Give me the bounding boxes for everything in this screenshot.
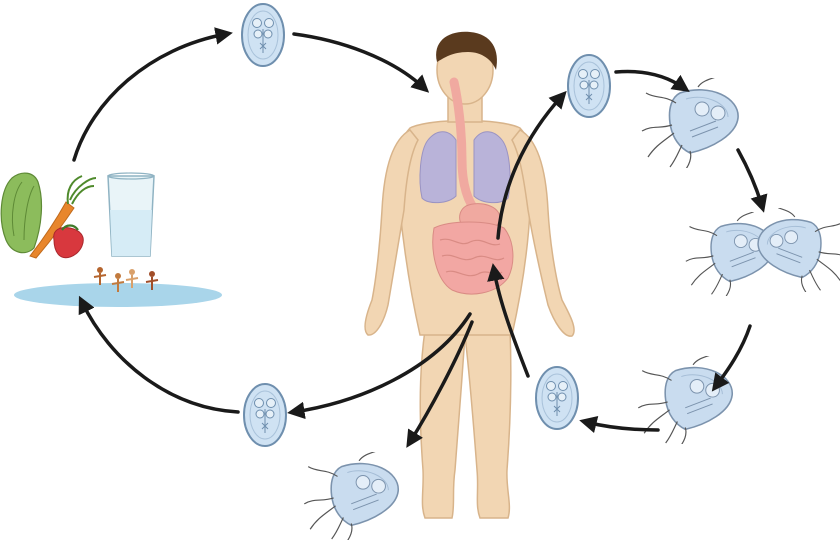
cyst-icon bbox=[243, 383, 287, 447]
arrow-gut-to-excreted-trophozoite bbox=[406, 320, 474, 448]
cyst-icon bbox=[566, 53, 612, 119]
trophozoite-icon bbox=[303, 452, 400, 540]
arrow-ingestion-to-cyst bbox=[72, 27, 233, 162]
water-glass-icon bbox=[107, 172, 155, 257]
contamination-sources bbox=[0, 172, 222, 307]
arrow-cyst-to-trophozoite bbox=[614, 69, 690, 93]
cyst-icon bbox=[241, 3, 285, 67]
arrow-trophozoite-to-cyst bbox=[579, 416, 660, 434]
human-body-icon bbox=[364, 31, 575, 519]
carrot-icon bbox=[29, 175, 97, 259]
swimmers-icon bbox=[93, 267, 159, 292]
arrow-cyst-to-gut bbox=[487, 263, 530, 378]
swimming-pool-icon bbox=[14, 283, 222, 307]
arrow-gut-to-excreted-cyst bbox=[287, 312, 472, 420]
arrow-cyst-to-environment bbox=[78, 295, 240, 414]
arrow-gut-to-cyst bbox=[496, 90, 567, 240]
dividing-trophozoite-icon bbox=[685, 208, 840, 296]
cyst-icon bbox=[534, 365, 580, 431]
trophozoite-icon bbox=[641, 78, 739, 168]
arrow-cyst-to-human bbox=[292, 32, 430, 93]
lettuce-icon bbox=[0, 172, 43, 254]
arrow-trophozoite-to-division bbox=[736, 148, 768, 213]
strawberry-icon bbox=[53, 224, 84, 259]
arrow-division-to-trophozoite bbox=[711, 324, 752, 392]
